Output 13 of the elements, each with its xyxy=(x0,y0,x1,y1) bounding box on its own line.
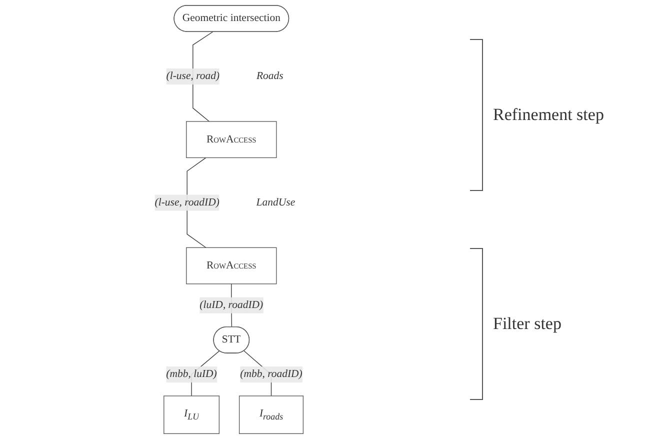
node-box: I$_{LU}$ xyxy=(164,396,220,434)
edge-label: (mbb, roadID) xyxy=(240,368,302,380)
node-label: LandUse xyxy=(256,196,296,208)
node-box: RowAccess xyxy=(186,121,277,158)
edge-label: (mbb, luID) xyxy=(166,368,217,380)
step-label: Filter step xyxy=(493,314,562,334)
node-label: Roads xyxy=(256,70,284,82)
edge-label: (l-use, roadID) xyxy=(154,196,220,208)
step-label: Refinement step xyxy=(493,104,604,125)
node-box: RowAccess xyxy=(186,247,277,284)
edge-label: (l-use, road) xyxy=(166,70,220,82)
edge-label: (luID, roadID) xyxy=(200,299,264,311)
node-box: I$_{roads}$ xyxy=(238,396,304,434)
